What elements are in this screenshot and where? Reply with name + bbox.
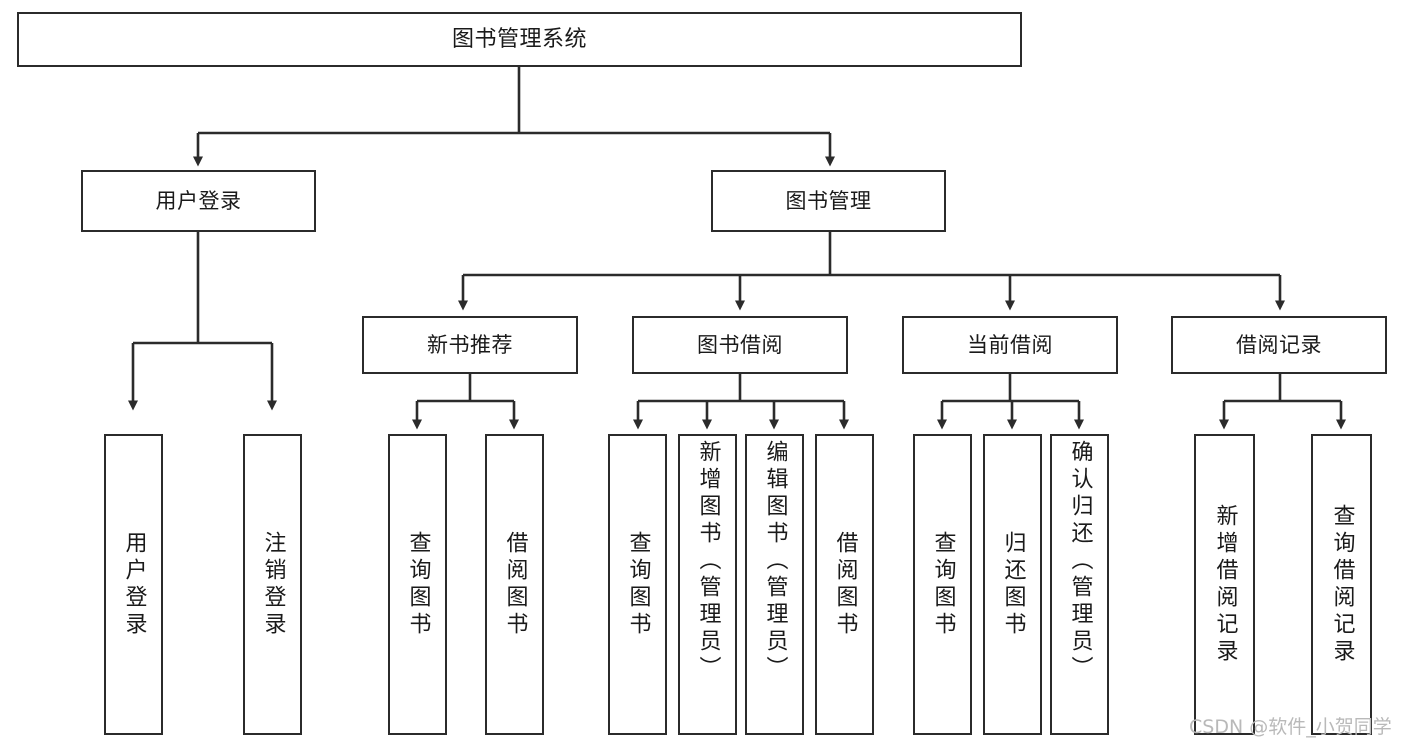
watermark: CSDN @软件_小贺同学 <box>1189 716 1392 738</box>
node-book-management[interactable]: 图书管理 <box>711 170 946 232</box>
leaf-confirm-return-admin[interactable]: 确认归还（管理员） <box>1050 434 1109 735</box>
node-label: 用户登录 <box>121 530 147 639</box>
node-root[interactable]: 图书管理系统 <box>17 12 1022 67</box>
node-label: 图书管理系统 <box>451 26 587 52</box>
leaf-logout[interactable]: 注销登录 <box>243 434 302 735</box>
leaf-return-book[interactable]: 归还图书 <box>983 434 1042 735</box>
node-book-borrow[interactable]: 图书借阅 <box>632 316 848 374</box>
leaf-borrow-book-recommend[interactable]: 借阅图书 <box>485 434 544 735</box>
node-label: 注销登录 <box>260 530 286 639</box>
node-label: 图书管理 <box>785 188 872 213</box>
leaf-add-borrow-record[interactable]: 新增借阅记录 <box>1194 434 1255 735</box>
node-label: 新增借阅记录 <box>1212 503 1238 666</box>
node-label: 查询借阅记录 <box>1329 503 1355 666</box>
leaf-query-book-current[interactable]: 查询图书 <box>913 434 972 735</box>
node-label: 新增图书（管理员） <box>695 440 721 683</box>
leaf-edit-book-admin[interactable]: 编辑图书（管理员） <box>745 434 804 735</box>
node-label: 编辑图书（管理员） <box>762 440 788 683</box>
node-label: 查询图书 <box>930 530 956 639</box>
node-label: 归还图书 <box>1000 530 1026 639</box>
leaf-query-borrow-record[interactable]: 查询借阅记录 <box>1311 434 1372 735</box>
leaf-borrow-book[interactable]: 借阅图书 <box>815 434 874 735</box>
node-current-borrow[interactable]: 当前借阅 <box>902 316 1118 374</box>
node-new-book-recommend[interactable]: 新书推荐 <box>362 316 578 374</box>
node-label: 借阅记录 <box>1236 332 1322 357</box>
node-label: 借阅图书 <box>502 530 528 639</box>
node-label: 新书推荐 <box>427 332 513 357</box>
node-label: 确认归还（管理员） <box>1067 440 1093 683</box>
node-label: 当前借阅 <box>967 332 1053 357</box>
leaf-user-login[interactable]: 用户登录 <box>104 434 163 735</box>
node-user-login[interactable]: 用户登录 <box>81 170 316 232</box>
node-label: 查询图书 <box>625 530 651 639</box>
leaf-query-book-borrow[interactable]: 查询图书 <box>608 434 667 735</box>
node-label: 用户登录 <box>155 188 242 213</box>
node-label: 图书借阅 <box>697 332 783 357</box>
leaf-add-book-admin[interactable]: 新增图书（管理员） <box>678 434 737 735</box>
leaf-query-book-recommend[interactable]: 查询图书 <box>388 434 447 735</box>
node-label: 借阅图书 <box>832 530 858 639</box>
node-borrow-record[interactable]: 借阅记录 <box>1171 316 1387 374</box>
node-label: 查询图书 <box>405 530 431 639</box>
